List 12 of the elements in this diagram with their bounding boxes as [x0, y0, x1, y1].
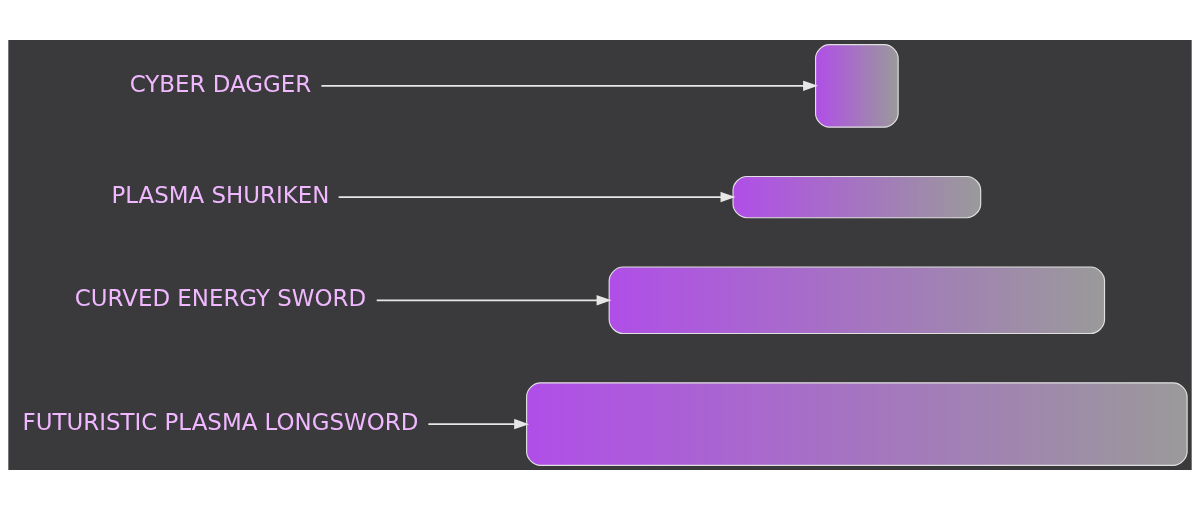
- node-picture: [608, 266, 1106, 335]
- node-text: CYBER DAGGER: [129, 70, 312, 97]
- node-text: PLASMA SHURIKEN: [111, 181, 330, 208]
- node-text: CURVED ENERGY SWORD: [74, 285, 367, 312]
- arrow: [427, 418, 530, 430]
- arrow: [375, 295, 612, 306]
- node-picture: [526, 382, 1188, 466]
- arrow: [337, 191, 736, 203]
- node-picture: [815, 44, 899, 128]
- node-text: FUTURISTIC PLASMA LONGSWORD: [22, 408, 419, 435]
- arrow: [320, 80, 818, 92]
- node-picture: [732, 175, 982, 219]
